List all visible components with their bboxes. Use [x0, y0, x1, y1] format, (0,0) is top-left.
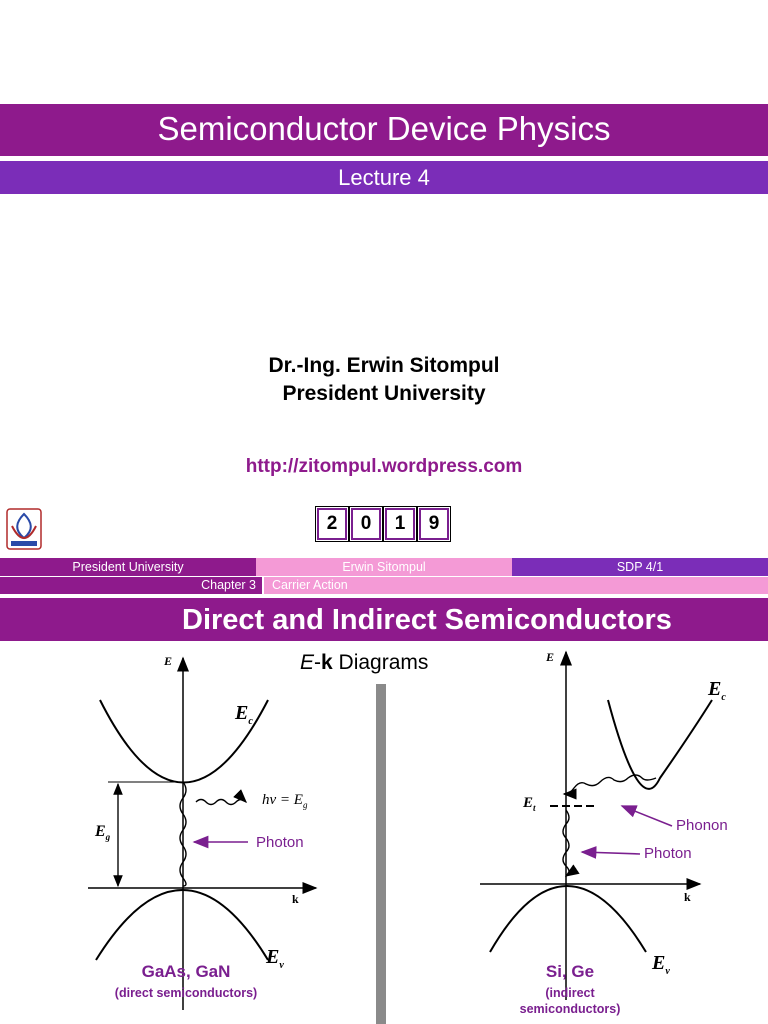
direct-type: (direct semiconductors) [114, 986, 258, 1000]
footer-university: President University [0, 558, 256, 576]
direct-ev-label: Ev [266, 946, 284, 971]
author-block: Dr.-Ing. Erwin Sitompul President Univer… [0, 352, 768, 408]
phonon-label: Phonon [676, 817, 728, 834]
diagram-divider [376, 684, 386, 1024]
indirect-ec-label: Ec [708, 678, 726, 703]
slide2-title: Direct and Indirect Semiconductors [182, 604, 672, 636]
direct-axis-e-label: E [164, 654, 173, 668]
lecture-label: Lecture 4 [0, 161, 768, 194]
indirect-type: (indirect semiconductors) [519, 986, 621, 1016]
footer-author: Erwin Sitompul [256, 558, 512, 576]
direct-ec-label: Ec [235, 702, 253, 727]
indirect-axis-k-label: k [684, 890, 691, 904]
indirect-photon-label: Photon [644, 845, 692, 862]
direct-photon-label: Photon [256, 834, 304, 851]
university-name: President University [282, 382, 486, 405]
indirect-materials: Si, Ge [545, 962, 595, 981]
footer-chapter: Chapter 3 [0, 577, 262, 594]
slide2-title-bar [0, 598, 768, 641]
direct-eg-label: Eg [95, 823, 111, 843]
year-digit-1: 2 [315, 506, 349, 542]
year-digit-4: 9 [417, 506, 451, 542]
direct-diagram [88, 656, 318, 1010]
slide-title: Semiconductor Device Physics [0, 104, 768, 156]
indirect-ev-label: Ev [652, 952, 670, 977]
ek-diagram-title: E-k Diagrams [300, 651, 429, 674]
indirect-diagram [480, 650, 713, 1000]
president-university-logo-icon [6, 508, 42, 550]
year-digit-2: 0 [349, 506, 383, 542]
footer-page: SDP 4/1 [512, 558, 768, 576]
author-name: Dr.-Ing. Erwin Sitompul [268, 354, 500, 377]
indirect-axis-e-label: E [546, 650, 555, 664]
indirect-et-label: Et [523, 795, 536, 813]
website-link[interactable]: http://zitompul.wordpress.com [245, 456, 523, 477]
photon-energy-equation: hν = Eg [262, 792, 308, 810]
ek-diagrams [88, 650, 713, 1010]
direct-materials: GaAs, GaN [141, 962, 231, 981]
footer-topic: Carrier Action [264, 577, 768, 594]
direct-axis-k-label: k [292, 892, 299, 906]
year-digit-3: 1 [383, 506, 417, 542]
